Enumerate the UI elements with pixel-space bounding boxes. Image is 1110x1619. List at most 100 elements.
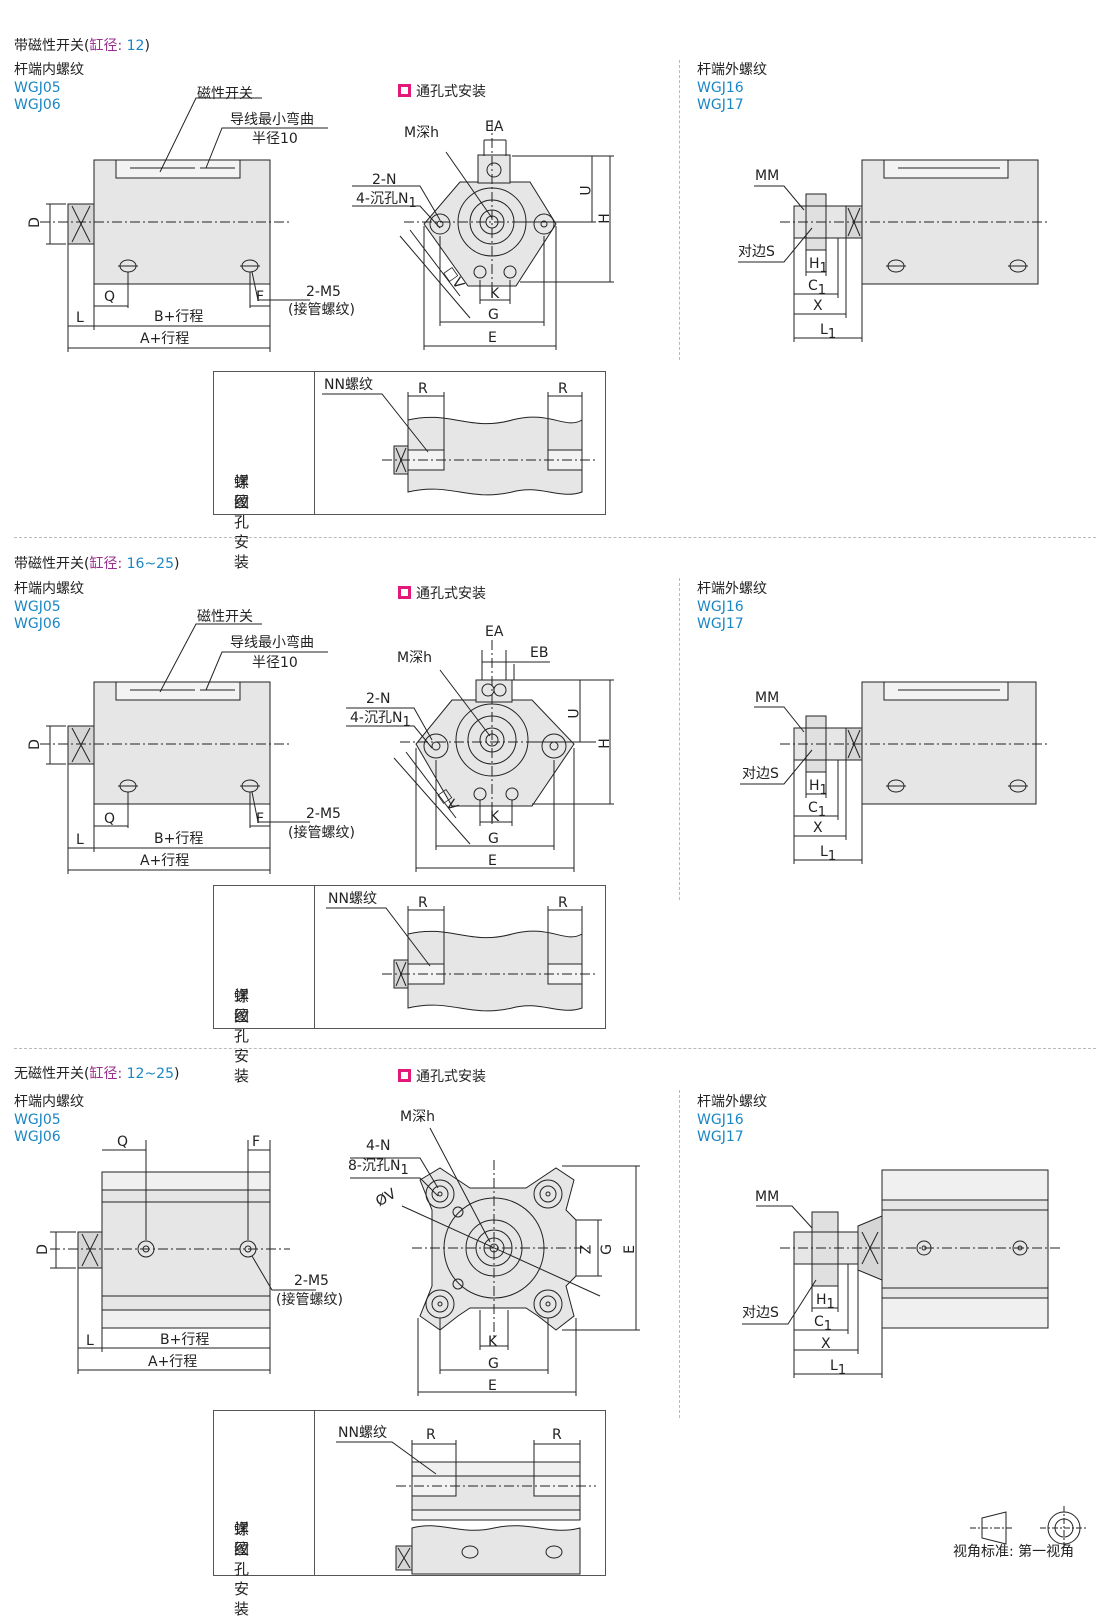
label-2n: 2-N [372, 172, 397, 188]
dim-K: K [490, 286, 500, 302]
dim-b-stroke: B+行程 [160, 1332, 210, 1348]
section-1-external-model-2: WGJ17 [697, 97, 744, 113]
section-1-external-label: 杆端外螺纹 [697, 62, 767, 78]
square-marker-icon [398, 1069, 411, 1082]
section-1-mount-label: 通孔式安装 [398, 84, 486, 101]
section-1-external-model-1: WGJ16 [697, 80, 744, 96]
section-2-side-view-drawing [40, 623, 328, 874]
label-nn-thread: NN螺纹 [328, 891, 377, 907]
dim-C1: C1 [808, 278, 827, 298]
section-2-internal-model-1: WGJ05 [14, 599, 61, 615]
dim-E: E [488, 330, 497, 346]
section-2-internal-label: 杆端内螺纹 [14, 581, 84, 597]
label-port-thread-note: (接管螺纹) [288, 302, 355, 318]
dim-F: F [256, 289, 265, 305]
section-2-external-model-1: WGJ16 [697, 599, 744, 615]
section-divider-1 [14, 537, 1096, 538]
section-1-front-view-drawing [352, 120, 614, 350]
first-angle-projection-icon [970, 1506, 1088, 1550]
dim-L1: L1 [830, 1358, 847, 1378]
section-2-front-view-drawing [346, 640, 614, 872]
section-1-internal-model-2: WGJ06 [14, 97, 61, 113]
section-2-internal-model-2: WGJ06 [14, 616, 61, 632]
label-4n-counter: 4-沉孔N1 [356, 191, 417, 211]
label-wire-bend: 导线最小弯曲 [230, 635, 314, 651]
dim-EA: EA [485, 624, 504, 640]
dim-X: X [813, 298, 823, 314]
dim-K: K [488, 1334, 498, 1350]
label-port-thread-note: (接管螺纹) [276, 1292, 343, 1308]
dim-R-right: R [558, 895, 568, 911]
section-2-title: 带磁性开关(缸径: 16~25) [14, 556, 180, 572]
label-nn-thread: NN螺纹 [338, 1425, 387, 1441]
section-1-external-view-drawing [738, 159, 1050, 342]
label-across-flats: 对边S [742, 766, 779, 782]
dim-L1: L1 [820, 322, 837, 342]
section-1-title: 带磁性开关(缸径: 12) [14, 38, 150, 54]
dim-Q: Q [117, 1134, 129, 1150]
column-divider-1 [679, 60, 680, 360]
view-standard-label: 视角标准: 第一视角 [953, 1544, 1075, 1560]
dim-H1: H1 [809, 256, 828, 276]
dim-EA: EA [485, 119, 504, 135]
dim-Q: Q [104, 811, 116, 827]
section-3-internal-model-2: WGJ06 [14, 1129, 61, 1145]
dim-b-stroke: B+行程 [154, 831, 204, 847]
label-across-flats: 对边S [738, 244, 775, 260]
column-divider-3 [679, 1090, 680, 1418]
dim-G: G [488, 307, 499, 323]
dim-G: G [488, 1356, 499, 1372]
section-2-external-view-drawing [740, 681, 1050, 864]
section-3-title: 无磁性开关(缸径: 12~25) [14, 1066, 180, 1082]
dim-G: G [488, 831, 499, 847]
dim-K: K [490, 809, 500, 825]
dim-C1: C1 [808, 800, 827, 820]
dim-C1: C1 [814, 1314, 833, 1334]
section-2-external-label: 杆端外螺纹 [697, 581, 767, 597]
section-1-detail-drawing [322, 392, 596, 496]
label-port-thread-note: (接管螺纹) [288, 825, 355, 841]
label-port-thread: 2-M5 [306, 284, 341, 300]
dim-R-left: R [418, 381, 428, 397]
label-magnetic-switch: 磁性开关 [197, 609, 253, 625]
section-2-external-model-2: WGJ17 [697, 616, 744, 632]
column-divider-2 [679, 578, 680, 900]
section-1-internal-model-1: WGJ05 [14, 80, 61, 96]
section-3-external-view-drawing [742, 1169, 1060, 1378]
section-2-mount-label: 通孔式安装 [398, 586, 486, 603]
dim-b-stroke: B+行程 [154, 309, 204, 325]
label-port-thread: 2-M5 [306, 806, 341, 822]
dim-R-left: R [418, 895, 428, 911]
dim-E: E [488, 853, 497, 869]
section-3-external-model-2: WGJ17 [697, 1129, 744, 1145]
label-8n-counter: 8-沉孔N1 [348, 1158, 409, 1178]
dim-L: L [76, 832, 84, 848]
label-4n-counter: 4-沉孔N1 [350, 710, 411, 730]
section-3-internal-model-1: WGJ05 [14, 1112, 61, 1128]
section-3-front-view-drawing [350, 1127, 640, 1396]
section-3-side-view-drawing [50, 1140, 316, 1374]
label-magnetic-switch: 磁性开关 [197, 86, 253, 102]
label-MM: MM [755, 168, 780, 184]
dim-Q: Q [104, 289, 116, 305]
dim-X: X [821, 1336, 831, 1352]
label-port-thread: 2-M5 [294, 1273, 329, 1289]
dim-F: F [252, 1134, 261, 1150]
dim-L: L [76, 310, 84, 326]
section-3-external-model-1: WGJ16 [697, 1112, 744, 1128]
section-1-side-view-drawing [40, 97, 328, 352]
dim-R-right: R [558, 381, 568, 397]
label-nn-thread: NN螺纹 [324, 377, 373, 393]
dim-EB: EB [530, 645, 549, 661]
label-wire-bend-radius: 半径10 [252, 131, 298, 147]
section-divider-2 [14, 1048, 1096, 1049]
label-2n: 2-N [366, 691, 391, 707]
dim-a-stroke: A+行程 [140, 853, 190, 869]
dim-a-stroke: A+行程 [148, 1354, 198, 1370]
dim-R-right: R [552, 1427, 562, 1443]
dim-L: L [86, 1333, 94, 1349]
label-m-depth: M深h [397, 650, 432, 666]
section-3-mount-label: 通孔式安装 [398, 1069, 486, 1086]
detail-label: 螺纹孔安装详图 [214, 886, 315, 1085]
label-m-depth: M深h [400, 1109, 435, 1125]
